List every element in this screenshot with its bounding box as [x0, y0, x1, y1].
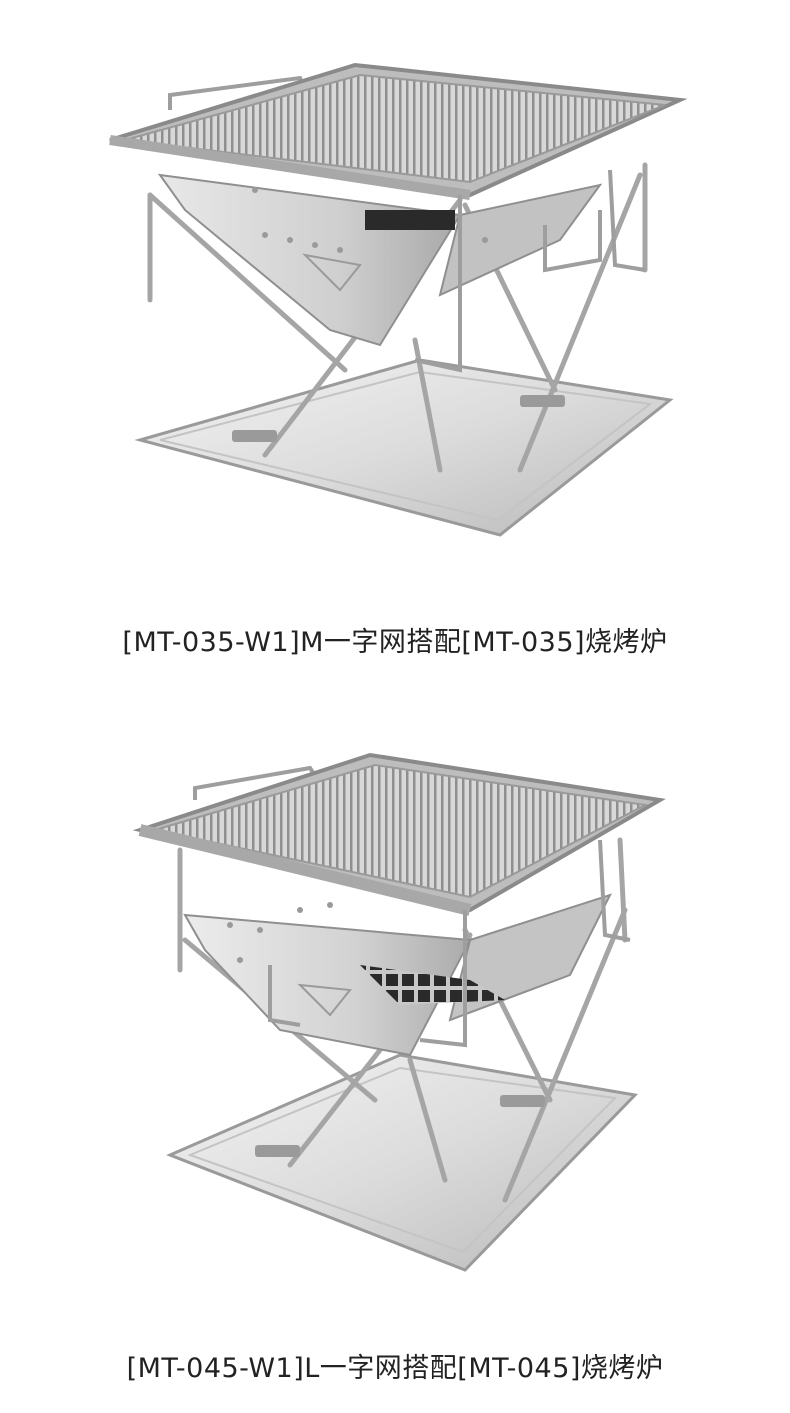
product-m: [MT-035-W1]M一字网搭配[MT-035]烧烤炉	[0, 0, 790, 700]
product-l: [MT-045-W1]L一字网搭配[MT-045]烧烤炉	[0, 700, 790, 1413]
product-caption: [MT-035-W1]M一字网搭配[MT-035]烧烤炉	[122, 627, 668, 658]
product-caption: [MT-045-W1]L一字网搭配[MT-045]烧烤炉	[126, 1353, 664, 1384]
grill-m-image	[109, 62, 688, 537]
grill-l-image	[132, 752, 666, 1272]
